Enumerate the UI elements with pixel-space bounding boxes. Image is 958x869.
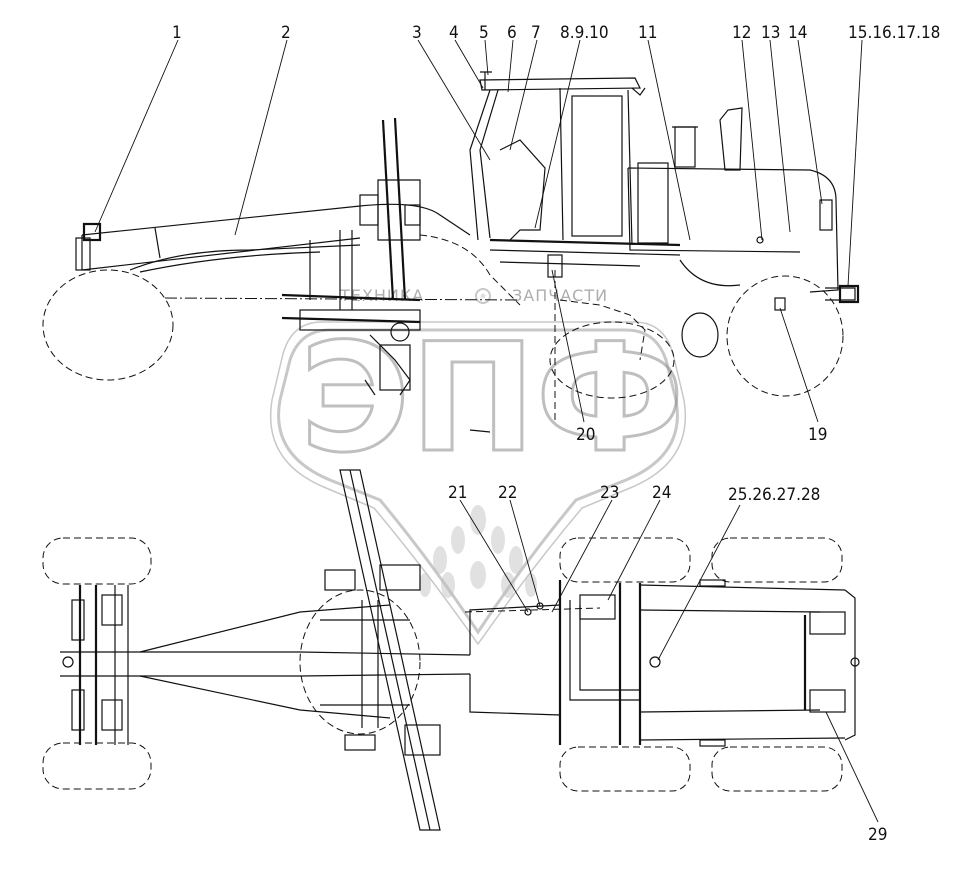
callout-29: 29 (868, 825, 887, 845)
callout-22: 22 (498, 483, 517, 503)
callout-5: 5 (479, 23, 489, 43)
callout-14: 14 (788, 23, 807, 43)
callouts: 1 2 3 4 5 6 7 8.9.10 11 12 13 14 15.16.1… (172, 23, 940, 845)
watermark-logo-text: ЭПФ (300, 312, 684, 486)
callout-3: 3 (412, 23, 422, 43)
front-wheel-top-upper (42, 537, 152, 585)
callout-12: 12 (732, 23, 751, 43)
rear-wheel-right (726, 275, 844, 397)
front-wheel-top-lower (42, 742, 152, 790)
rear-wheel-left (549, 321, 675, 399)
watermark-gear-icon (475, 288, 491, 304)
callout-25-26-27-28: 25.26.27.28 (728, 485, 820, 505)
callout-20: 20 (576, 425, 595, 445)
callout-21: 21 (448, 483, 467, 503)
callout-15-16-17-18: 15.16.17.18 (848, 23, 940, 43)
callout-13: 13 (761, 23, 780, 43)
callout-23: 23 (600, 483, 619, 503)
callout-8-9-10: 8.9.10 (560, 23, 609, 43)
callout-6: 6 (507, 23, 517, 43)
callout-19: 19 (808, 425, 827, 445)
watermark-word-right: ЗАПЧАСТИ (512, 286, 608, 305)
leader-lines (94, 39, 879, 823)
callout-7: 7 (531, 23, 541, 43)
callout-2: 2 (281, 23, 291, 43)
callout-4: 4 (449, 23, 459, 43)
watermark: ЭПФ ТЕХНИКА ЗАПЧАСТИ (269, 286, 687, 646)
callout-11: 11 (638, 23, 657, 43)
callout-1: 1 (172, 23, 182, 43)
callout-24: 24 (652, 483, 671, 503)
side-view (42, 71, 860, 433)
top-view (42, 469, 860, 831)
front-wheel-side (42, 269, 174, 381)
watermark-wheat-icon (419, 505, 537, 598)
